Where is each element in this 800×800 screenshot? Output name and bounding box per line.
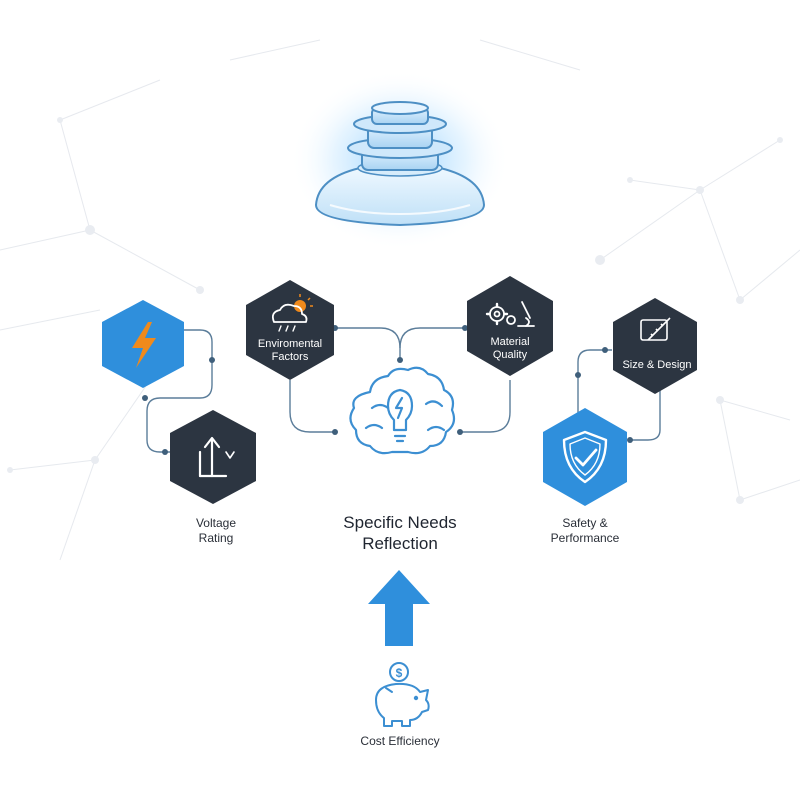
- node-lightning: [102, 300, 184, 388]
- glass-insulator-icon: [290, 70, 510, 250]
- up-arrow-icon: [368, 570, 430, 646]
- gears-microscope-icon: [485, 301, 535, 327]
- environment-label-line1: Enviromental: [258, 338, 322, 350]
- environment-label-line2: Factors: [272, 351, 309, 363]
- background-network-nodes: [7, 117, 783, 504]
- brain-bulb-icon: [349, 366, 456, 455]
- weather-cloud-sun-icon: [271, 294, 313, 332]
- ruler-blueprint-icon: [640, 317, 671, 341]
- safety-label-line2: Performance: [550, 531, 620, 545]
- connectors: [146, 327, 661, 453]
- voltage-arrows-icon: [198, 436, 235, 478]
- size-label: Size & Design: [622, 359, 691, 371]
- voltage-label-line2: Rating: [198, 531, 234, 545]
- safety-label-line1: Safety &: [562, 516, 608, 530]
- material-label-line2: Quality: [493, 349, 528, 361]
- safety-label: Safety & Performance: [520, 516, 650, 546]
- node-environment: Enviromental Factors: [246, 280, 334, 380]
- cost-label: Cost Efficiency: [360, 734, 440, 748]
- node-material: Material Quality: [467, 276, 553, 376]
- piggy-bank-dollar-icon: $: [375, 662, 430, 727]
- svg-text:$: $: [396, 666, 403, 680]
- background-network: [0, 39, 800, 561]
- center-title: Specific Needs Reflection: [300, 512, 500, 555]
- center-title-line1: Specific Needs: [343, 513, 457, 532]
- material-label-line1: Material: [490, 336, 529, 348]
- node-safety: [543, 408, 627, 506]
- voltage-label-line1: Voltage: [195, 516, 237, 530]
- node-voltage: [170, 410, 256, 504]
- center-title-line2: Reflection: [362, 534, 438, 554]
- shield-check-icon: [562, 430, 608, 484]
- lightning-bolt-icon: [132, 322, 156, 368]
- voltage-label: Voltage Rating: [166, 516, 266, 546]
- node-size: Size & Design: [613, 298, 697, 394]
